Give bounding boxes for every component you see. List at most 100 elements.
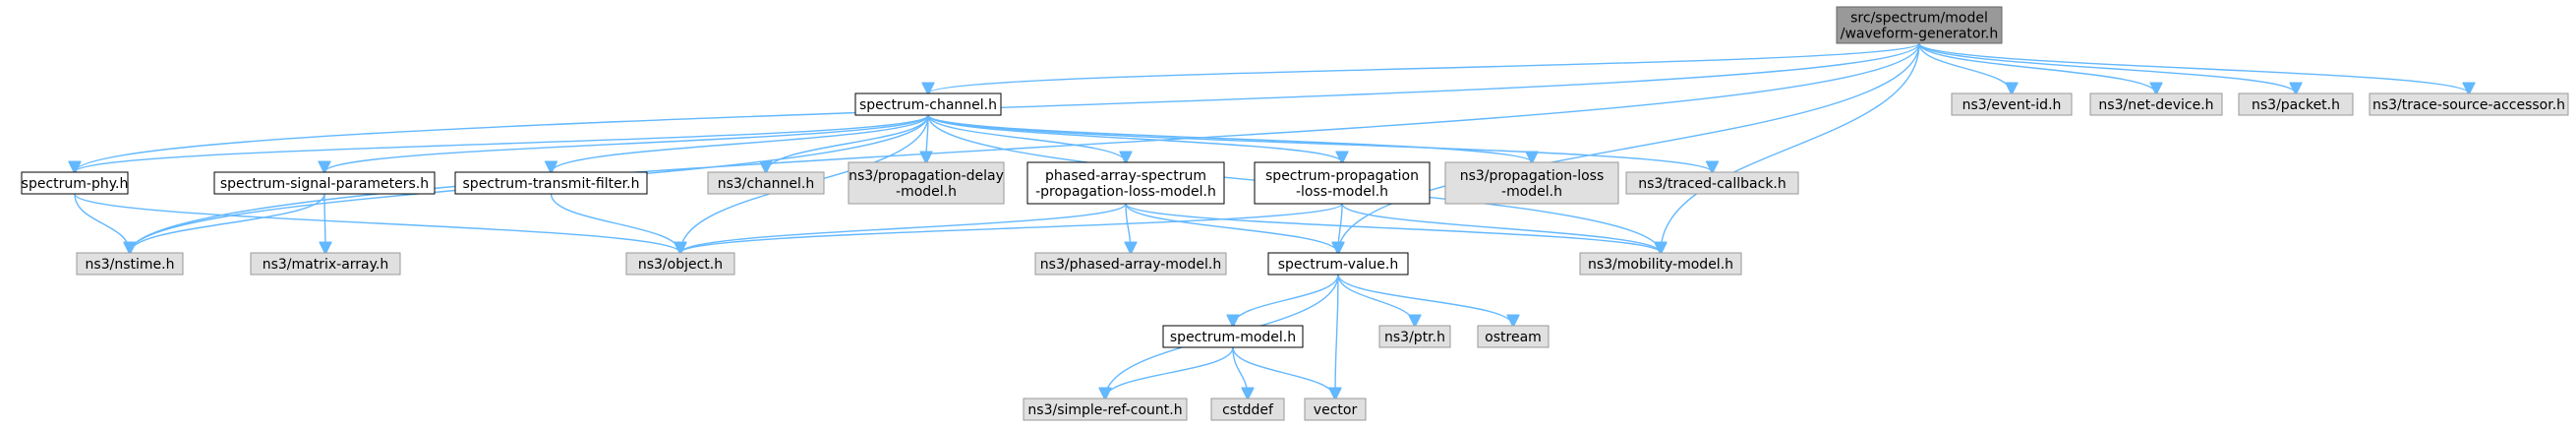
node-packet: ns3/packet.h [2238,92,2354,116]
edge-root-to-value [1338,42,1920,253]
node-label: vector [1314,402,1358,418]
edge-phy-to-object [74,193,680,253]
node-label: spectrum-transmit-filter.h [463,176,640,192]
node-label: spectrum-signal-parameters.h [220,176,429,192]
node-box [1836,6,2003,44]
node-label: /waveform-generator.h [1841,27,1999,42]
edge-root-to-packet [1918,42,2296,93]
node-box [1026,161,1225,205]
node-txfilter[interactable]: spectrum-transmit-filter.h [454,171,648,195]
edge-channel-to-specproploss [927,114,1342,162]
node-box [250,252,401,276]
node-label: -loss-model.h [1296,184,1388,200]
node-label: spectrum-model.h [1170,330,1296,345]
node-label: phased-array-spectrum [1045,168,1206,184]
node-specproploss[interactable]: spectrum-propagation-loss-model.h [1254,161,1431,205]
node-box [1378,325,1451,348]
node-label: ns3/mobility-model.h [1588,257,1733,273]
node-phy[interactable]: spectrum-phy.h [21,171,129,195]
edge-sigparams-to-matrix [324,193,325,253]
node-box [1254,161,1431,205]
nodes: src/spectrum/model/waveform-generator.hs… [21,6,2569,421]
edge-model-to-vector [1232,346,1335,399]
node-label: ns3/object.h [638,257,723,273]
node-netdevice: ns3/net-device.h [2089,92,2223,116]
edge-model-to-cstddef [1232,346,1248,399]
node-nstime: ns3/nstime.h [76,252,184,276]
edge-channel-to-nschannel [766,114,929,172]
node-box [2238,92,2354,116]
node-label: ns3/traced-callback.h [1638,176,1786,192]
edge-channel-to-sigparams [324,114,929,172]
edge-root-to-netdevice [1918,42,2156,93]
node-box [2369,92,2569,116]
node-model[interactable]: spectrum-model.h [1162,325,1304,348]
edge-model-to-simpleref [1105,346,1234,399]
node-proploss: ns3/propagation-loss-model.h [1444,161,1619,205]
node-phasedloss[interactable]: phased-array-spectrum-propagation-loss-m… [1026,161,1225,205]
edge-phy-to-nstime [74,193,130,253]
edge-value-to-vector [1335,274,1338,399]
node-box [76,252,184,276]
node-label: -model.h [896,184,957,200]
edge-channel-to-proploss [927,114,1532,162]
node-box [1444,161,1619,205]
edge-specproploss-to-value [1338,203,1342,253]
edge-channel-to-phy [75,114,929,172]
node-box [2089,92,2223,116]
node-mobility: ns3/mobility-model.h [1579,252,1742,276]
edge-phasedloss-to-phasedmodel [1126,203,1131,253]
node-box [454,171,648,195]
node-tracedcb: ns3/traced-callback.h [1625,171,1799,195]
node-box [1210,398,1285,421]
edge-phasedloss-to-object [680,203,1127,253]
node-label: spectrum-phy.h [22,176,129,192]
node-box [625,252,735,276]
node-label: ns3/event-id.h [1962,97,2062,113]
edge-value-to-ptr [1337,274,1415,326]
node-box [1162,325,1304,348]
node-eventid: ns3/event-id.h [1951,92,2073,116]
node-label: spectrum-propagation [1265,168,1419,184]
node-value[interactable]: spectrum-value.h [1267,252,1409,276]
node-vector: vector [1304,398,1367,421]
node-tracesrc: ns3/trace-source-accessor.h [2369,92,2569,116]
node-object: ns3/object.h [625,252,735,276]
edge-specproploss-to-object [680,203,1343,253]
node-label: ns3/propagation-loss [1460,168,1605,184]
edge-root-to-eventid [1918,42,2012,93]
node-box [707,171,825,195]
node-box [1304,398,1367,421]
node-ptr: ns3/ptr.h [1378,325,1451,348]
edge-channel-to-tracedcb [927,114,1713,172]
node-channel[interactable]: spectrum-channel.h [854,92,1002,116]
node-label: ns3/channel.h [718,176,815,192]
node-label: src/spectrum/model [1850,11,1988,27]
node-box [1267,252,1409,276]
node-box [854,92,1002,116]
node-label: spectrum-value.h [1278,257,1399,273]
node-box [1477,325,1550,348]
node-label: ns3/trace-source-accessor.h [2372,97,2565,113]
node-propdelay: ns3/propagation-delay-model.h [848,161,1005,205]
edge-value-to-model [1233,274,1339,326]
node-label: ns3/net-device.h [2098,97,2213,113]
node-label: -propagation-loss-model.h [1035,184,1216,200]
node-matrix: ns3/matrix-array.h [250,252,401,276]
node-box [1023,398,1188,421]
node-sigparams[interactable]: spectrum-signal-parameters.h [213,171,436,195]
edge-root-to-channel [928,42,1920,93]
node-label: ns3/simple-ref-count.h [1027,402,1182,418]
edge-channel-to-phasedloss [927,114,1126,162]
node-label: ns3/ptr.h [1384,330,1445,345]
node-box [1579,252,1742,276]
node-box [1625,171,1799,195]
node-cstddef: cstddef [1210,398,1285,421]
node-box [213,171,436,195]
edge-phasedloss-to-mobility [1125,203,1661,253]
edge-channel-to-txfilter [552,114,929,172]
edge-value-to-ostream [1337,274,1513,326]
node-simpleref: ns3/simple-ref-count.h [1023,398,1188,421]
node-root[interactable]: src/spectrum/model/waveform-generator.h [1836,6,2003,44]
